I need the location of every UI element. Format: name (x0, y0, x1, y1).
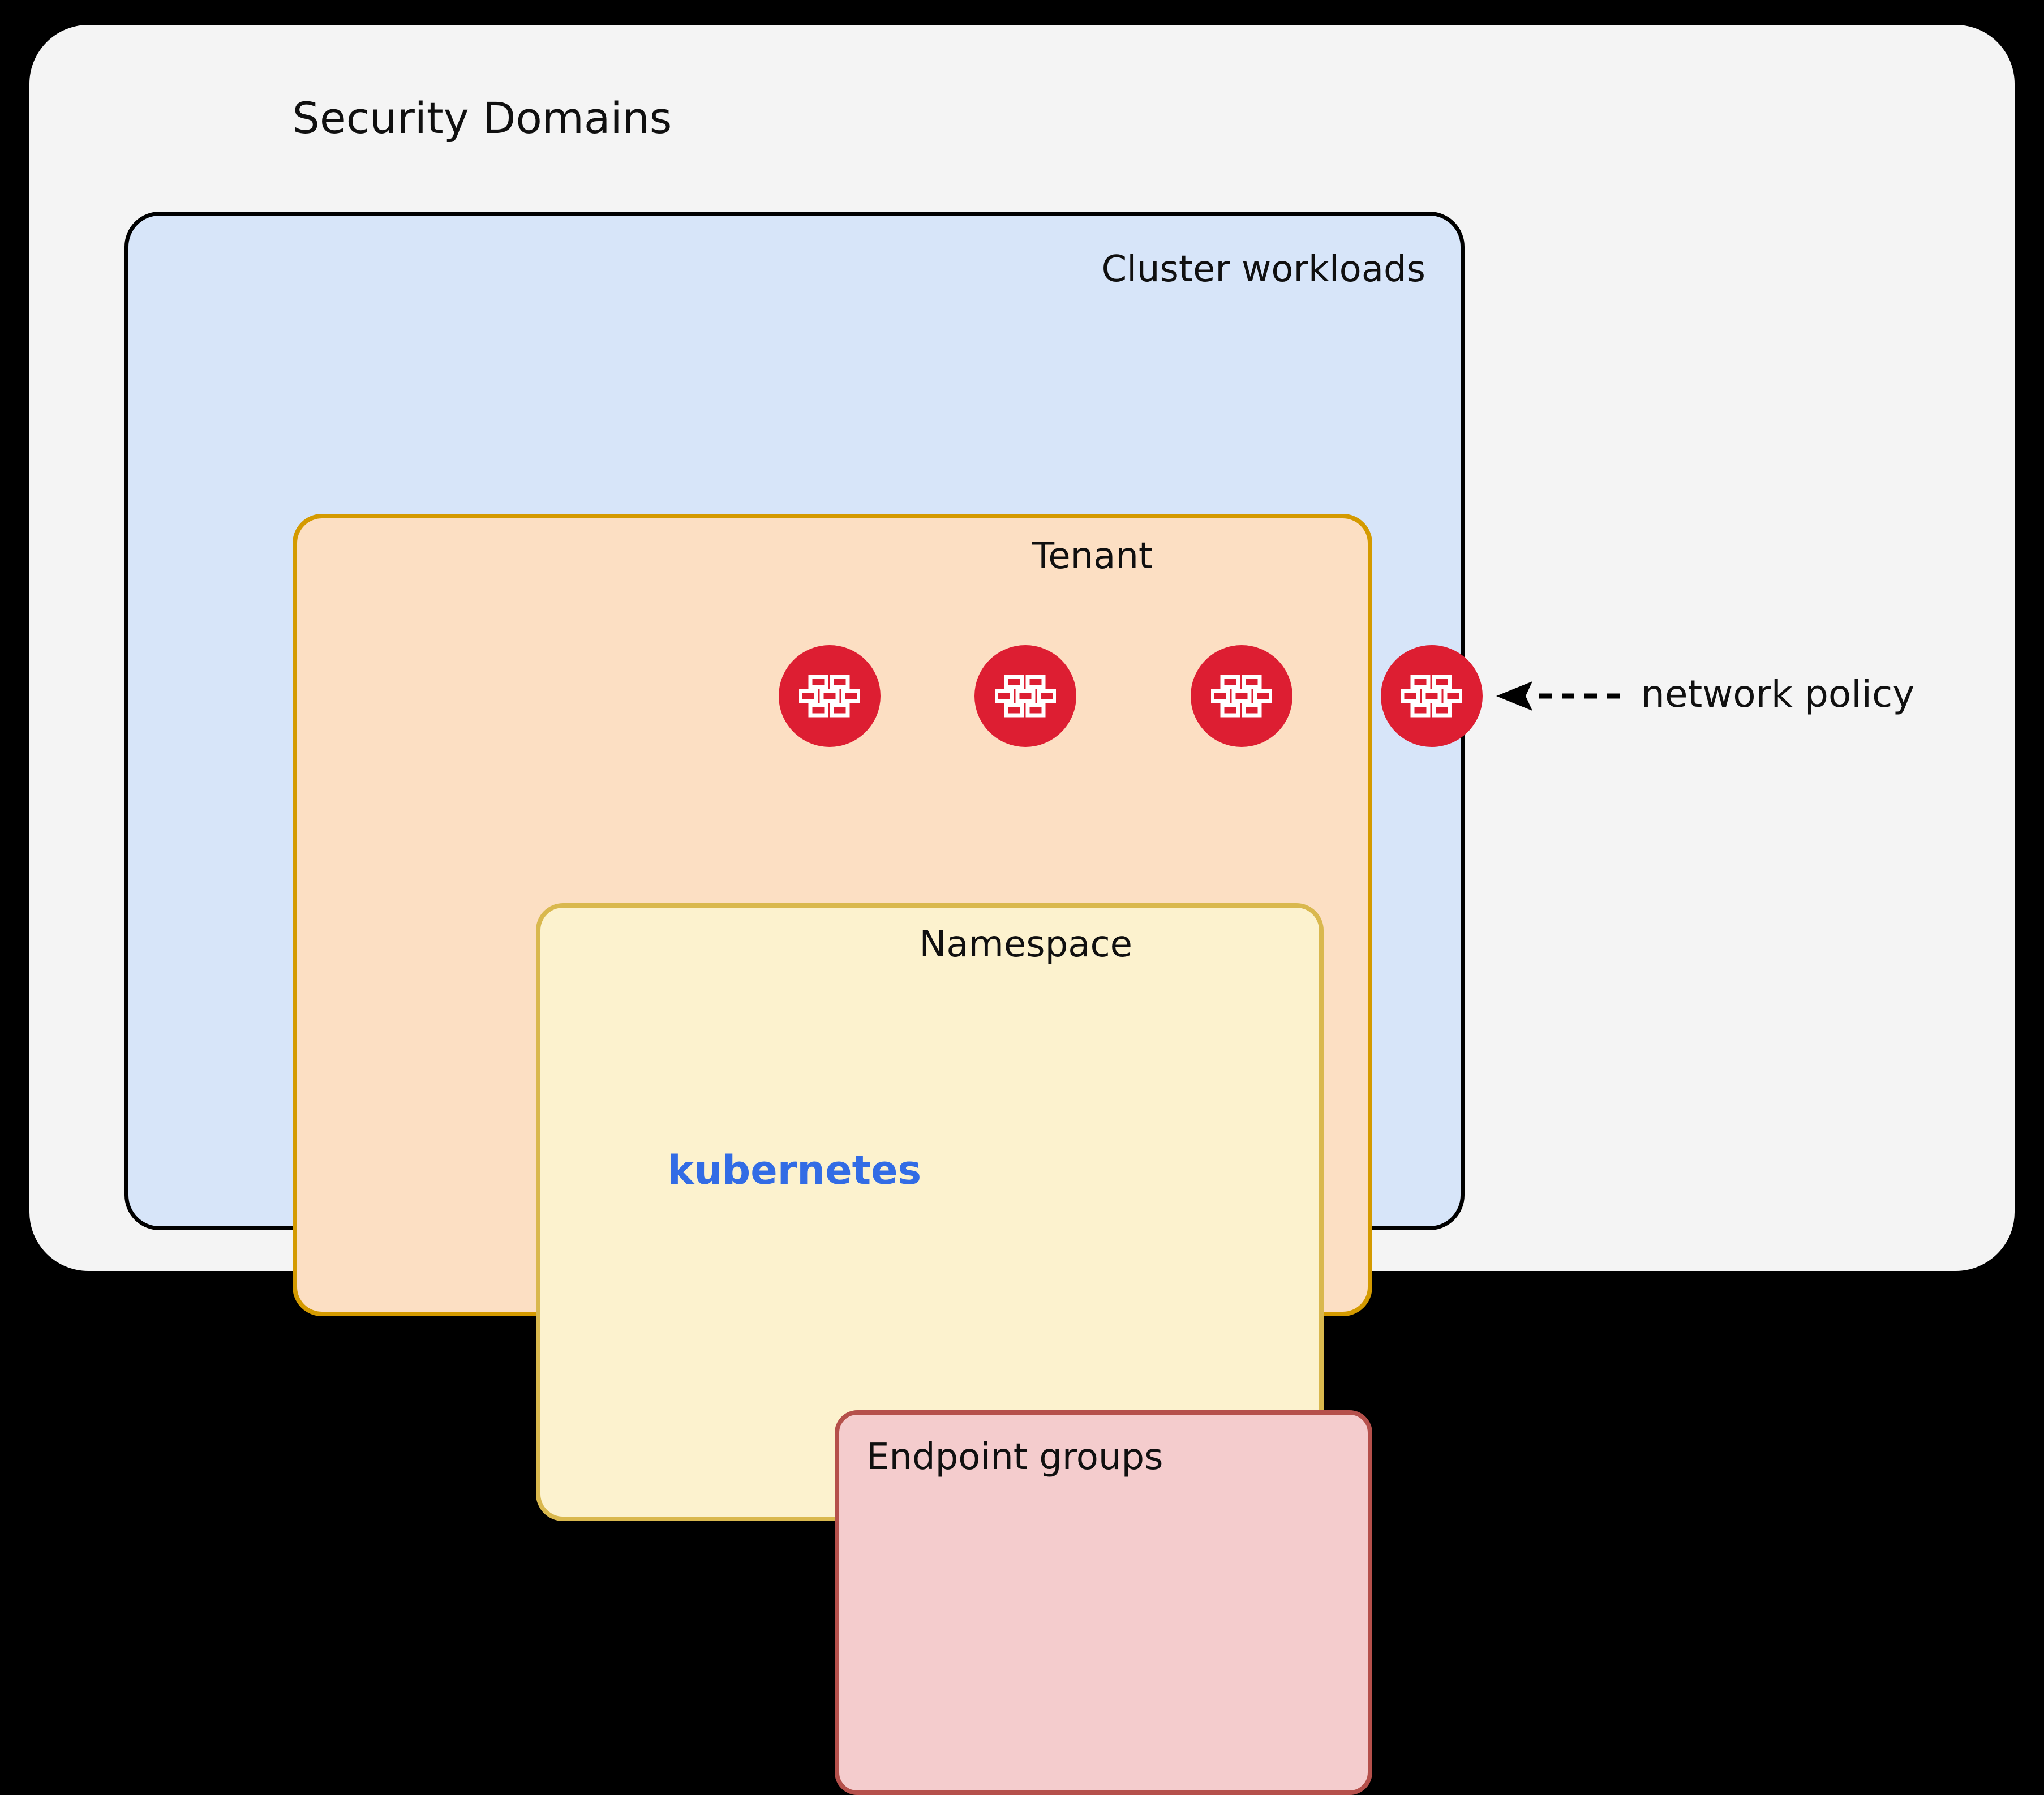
tenant-box: Tenant Namespace Endpoint groups (293, 514, 1372, 1795)
firewall-brick-wall-icon (1401, 673, 1462, 719)
endpoint-groups-label: Endpoint groups (866, 1436, 1163, 1478)
network-policy-label: network policy (1641, 672, 1915, 716)
network-policy-arrow (1488, 675, 1624, 720)
namespace-label: Namespace (919, 924, 1132, 965)
firewall-marker-cluster-workloads[interactable] (1381, 645, 1483, 747)
firewall-marker-namespace[interactable] (974, 645, 1076, 747)
kubernetes-label: kubernetes (667, 1147, 922, 1193)
firewall-brick-wall-icon (799, 673, 860, 719)
tenant-label: Tenant (1032, 535, 1153, 577)
firewall-brick-wall-icon (995, 673, 1056, 719)
diagram-canvas: Security Domains Cluster workloads Tenan… (29, 25, 2015, 1795)
endpoint-groups-box: Endpoint groups (835, 1410, 1372, 1795)
page-title: Security Domains (292, 93, 672, 143)
cluster-workloads-label: Cluster workloads (1101, 248, 1426, 290)
firewall-marker-tenant[interactable] (1191, 645, 1292, 747)
namespace-box: Namespace Endpoint groups (536, 903, 1372, 1795)
firewall-brick-wall-icon (1211, 673, 1272, 719)
firewall-marker-endpoint-groups[interactable] (779, 645, 881, 747)
